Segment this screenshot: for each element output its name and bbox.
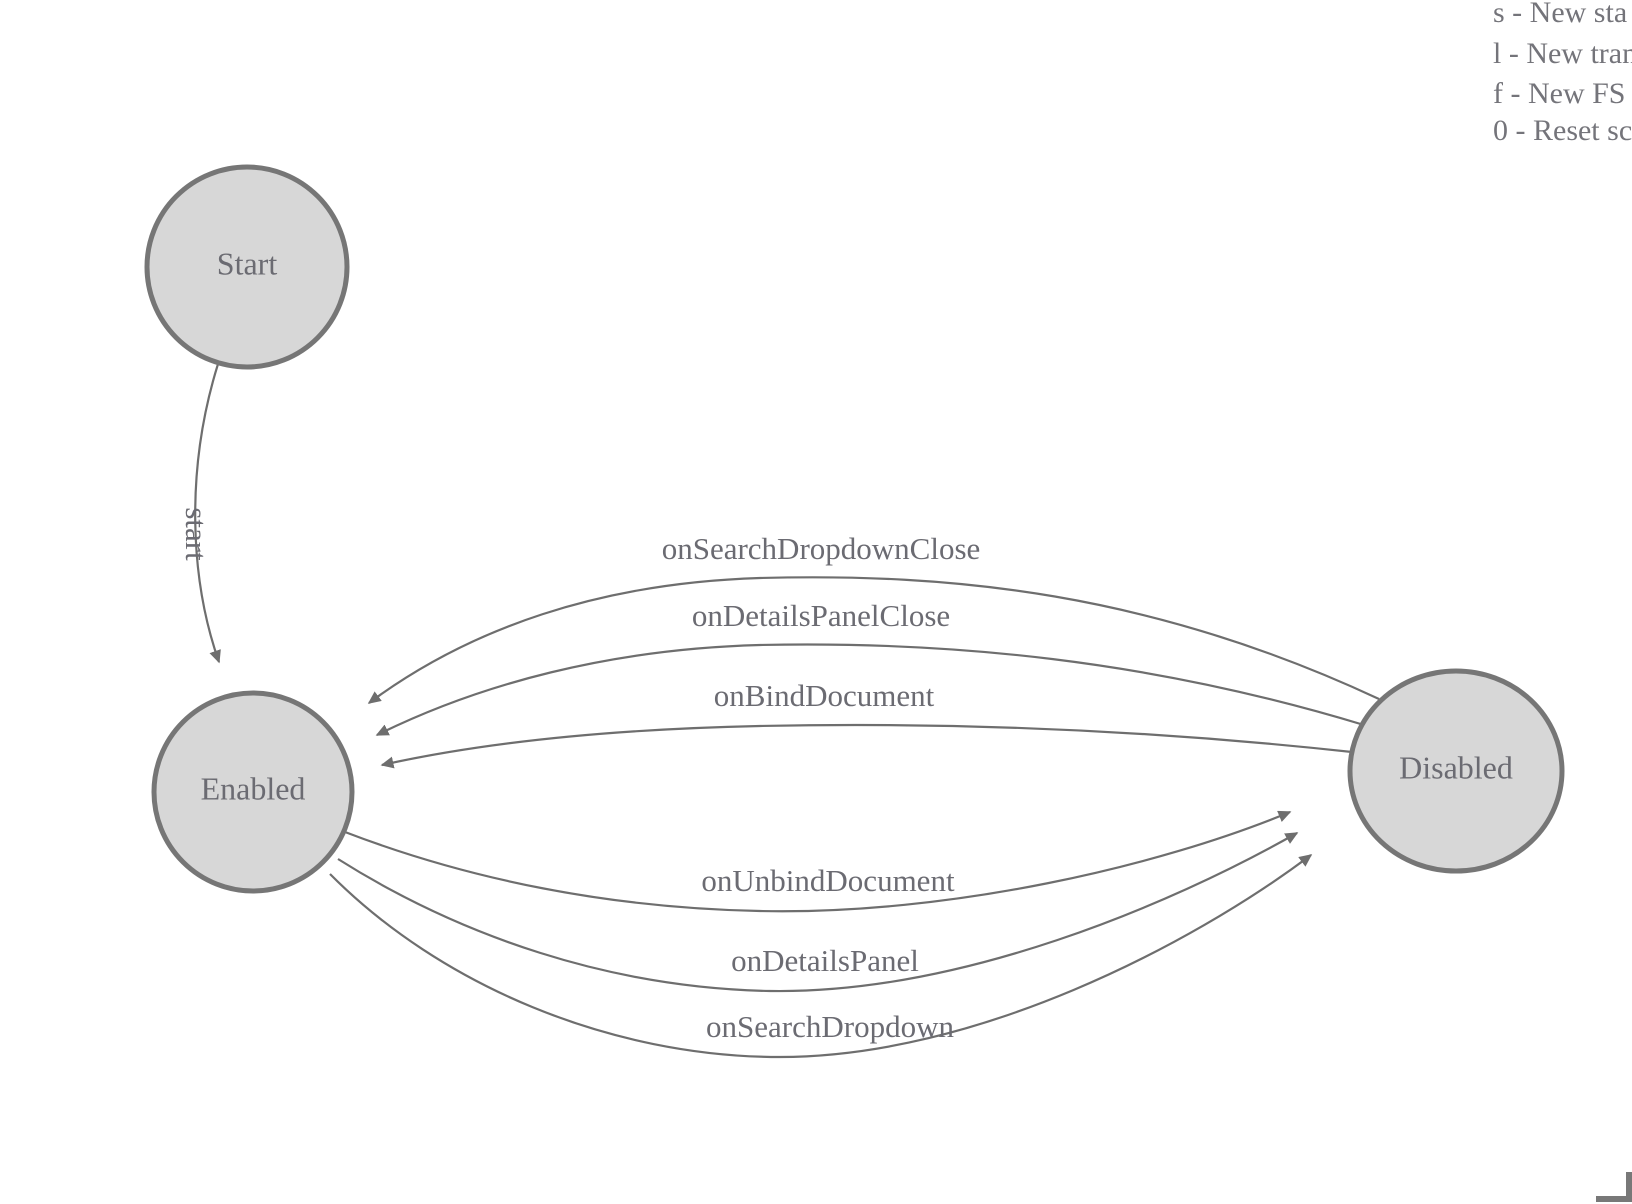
edge-on-details-panel-label: onDetailsPanel <box>731 943 919 978</box>
state-node-start-label: Start <box>217 245 278 281</box>
help-overlay: s - New sta l - New tran f - New FS 0 - … <box>1493 0 1632 147</box>
state-node-disabled-label: Disabled <box>1399 749 1513 785</box>
help-line-reset-scale: 0 - Reset sc <box>1493 114 1632 147</box>
edge-on-search-dropdown-close[interactable]: onSearchDropdownClose <box>367 531 1380 704</box>
edge-on-search-dropdown-close-path <box>367 576 1380 704</box>
state-node-enabled[interactable]: Enabled <box>151 690 355 894</box>
scrollbar-horizontal-thumb[interactable] <box>1596 1196 1632 1202</box>
edge-on-details-panel-close[interactable]: onDetailsPanelClose <box>375 598 1365 736</box>
edge-start[interactable]: start <box>179 363 221 664</box>
edge-on-search-dropdown-path <box>329 854 1313 1059</box>
state-node-disabled[interactable]: Disabled <box>1347 668 1565 874</box>
help-line-new-transition: l - New tran <box>1493 37 1632 70</box>
state-node-enabled-shape <box>151 690 355 894</box>
edge-on-unbind-document[interactable]: onUnbindDocument <box>344 810 1292 913</box>
help-line-new-fsm: f - New FS <box>1493 77 1626 110</box>
edge-start-path <box>194 363 221 664</box>
edge-on-bind-document[interactable]: onBindDocument <box>380 678 1353 769</box>
edge-on-search-dropdown-close-label: onSearchDropdownClose <box>662 531 981 566</box>
edge-on-unbind-document-path <box>344 810 1292 913</box>
edge-on-search-dropdown-label: onSearchDropdown <box>706 1009 954 1044</box>
help-line-new-state: s - New sta <box>1493 0 1627 29</box>
edge-on-details-panel[interactable]: onDetailsPanel <box>337 832 1299 993</box>
state-node-start[interactable]: Start <box>144 164 350 370</box>
state-node-enabled-label: Enabled <box>201 770 306 806</box>
edge-on-bind-document-label: onBindDocument <box>714 678 935 713</box>
edge-on-details-panel-close-label: onDetailsPanelClose <box>692 598 950 633</box>
state-node-disabled-shape <box>1347 668 1565 874</box>
edge-start-label: start <box>179 507 214 561</box>
edge-on-bind-document-path <box>380 723 1353 769</box>
edge-on-unbind-document-label: onUnbindDocument <box>701 863 955 898</box>
edge-on-details-panel-path <box>337 832 1299 993</box>
edge-on-details-panel-close-path <box>375 643 1365 736</box>
state-node-start-shape <box>144 164 350 370</box>
scrollbar-corner[interactable] <box>1596 1172 1632 1202</box>
edge-on-search-dropdown[interactable]: onSearchDropdown <box>329 854 1313 1059</box>
scrollbar-vertical-thumb[interactable] <box>1626 1172 1632 1196</box>
